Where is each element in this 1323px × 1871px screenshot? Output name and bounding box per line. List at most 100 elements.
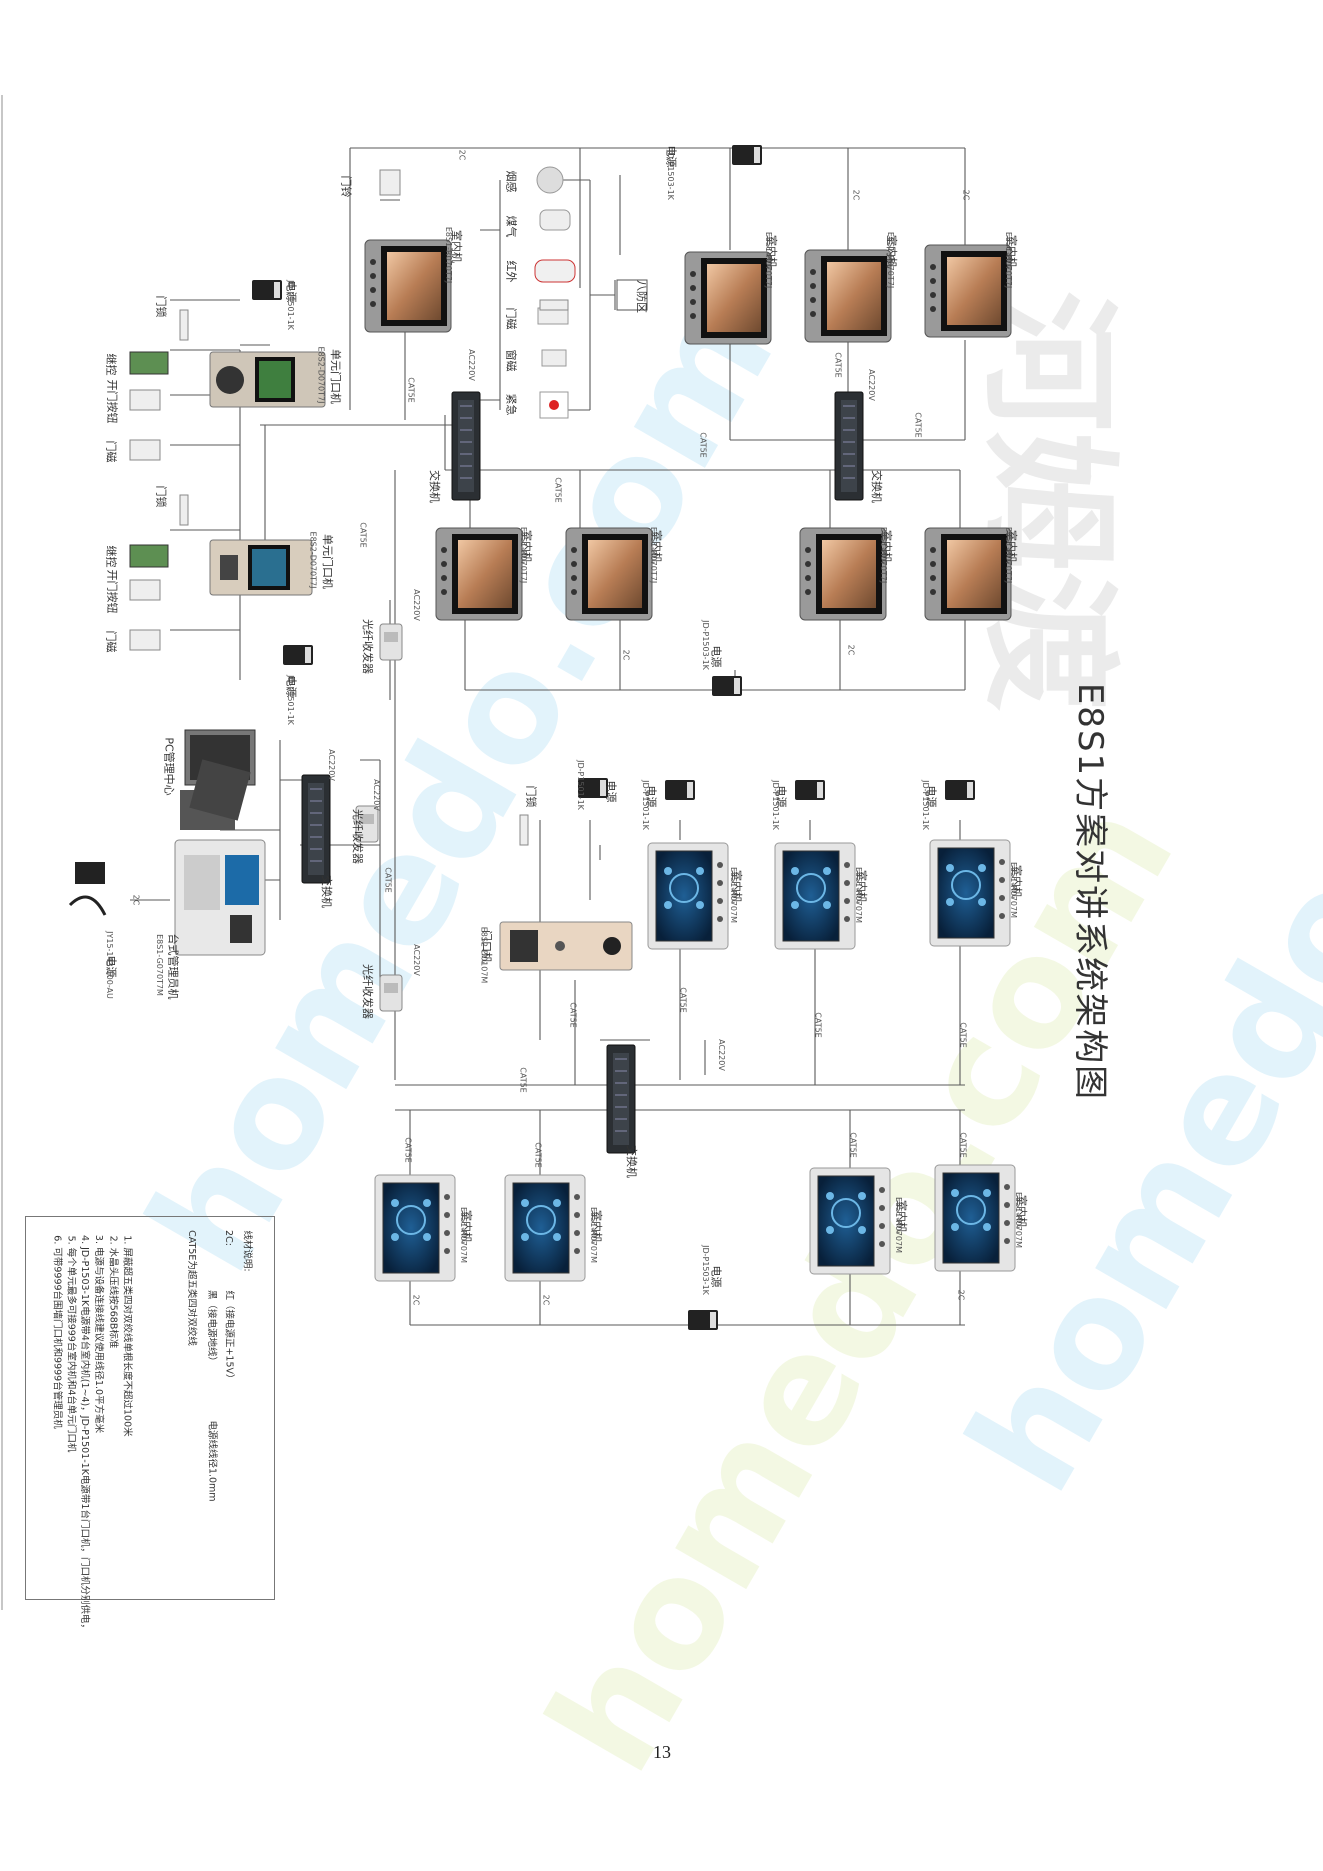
- wire-label-5: 2C: [846, 644, 856, 656]
- ac-label-3: AC220V: [411, 589, 421, 621]
- legend-note-5: 5. 每个单元最多可接999台室内机和4台单元门口机: [64, 1235, 76, 1452]
- model-indoor-2: E8S1-R070T7J: [764, 231, 774, 289]
- model-door-station: E8S2-D0107M: [479, 926, 489, 984]
- model-touch-5: E8S1-R0707M: [589, 1206, 599, 1264]
- cable-label-13: CAT5E: [403, 1137, 413, 1163]
- wire-label-7: 2C: [541, 1294, 551, 1306]
- cable-label-14: CAT5E: [533, 1142, 543, 1168]
- psu-unit-door-1: [252, 280, 282, 300]
- model-power-ud2: JD-P1501-1K: [285, 675, 295, 725]
- door-station: [499, 921, 633, 971]
- fiber-transceiver-3: [379, 974, 403, 1012]
- label-switch-3: 交换机: [320, 875, 333, 908]
- switch-upper-1: [451, 391, 481, 501]
- page-number: 13: [653, 1742, 671, 1762]
- cable-label-10: CAT5E: [813, 1012, 823, 1038]
- sensor-devices: [534, 166, 576, 419]
- model-power-top: JD-P1503-1K: [665, 150, 675, 200]
- model-indoor-7: E8S1-R070T7J: [879, 526, 889, 584]
- label-magnet-1: 门磁: [104, 440, 118, 463]
- label-power-ds: 电源: [604, 780, 618, 803]
- switch-lower-left: [301, 774, 331, 884]
- indoor-touch-1: [647, 842, 729, 950]
- zone-box: [616, 279, 648, 311]
- legend-heading: 线材说明:: [241, 1229, 253, 1272]
- model-indoor-1: E8S1-R070T7J: [444, 226, 454, 284]
- label-gas: 煤气: [504, 215, 518, 238]
- page-title: E8S1方案对讲系统架构图: [1070, 682, 1110, 1102]
- model-indoor-6: E8S1-R070T7J: [649, 526, 659, 584]
- wire-label-9: 2C: [131, 894, 141, 906]
- cable-label-12: CAT5E: [518, 1067, 528, 1093]
- indoor-touch-5: [504, 1174, 586, 1282]
- indoor-touch-3: [929, 839, 1011, 947]
- indoor-monitor-3: [804, 249, 892, 343]
- model-power-ud1: JD-P1501-1K: [285, 280, 295, 330]
- label-fiber-3: 光纤收发器: [361, 964, 374, 1019]
- label-switch-1: 交换机: [428, 470, 441, 503]
- cable-label-15: CAT5E: [848, 1132, 858, 1158]
- model-indoor-5: E8S1-R070T7J: [519, 526, 529, 584]
- label-switch-2: 交换机: [870, 470, 883, 503]
- cable-label-1: CAT5E: [406, 377, 416, 403]
- model-indoor-8: E8S1-R070T7J: [1004, 526, 1014, 584]
- legend-black: 黑（接电源地线）: [206, 1289, 218, 1367]
- indoor-touch-6: [809, 1167, 891, 1275]
- label-relay-2: 继控: [104, 545, 118, 568]
- label-lock-2: 门锁: [154, 485, 168, 508]
- psu-ring-lower: [688, 1310, 718, 1330]
- model-touch-2: E8S1-R0707M: [854, 866, 864, 924]
- label-fiber-2: 光纤收发器: [351, 809, 364, 864]
- model-touch-3: E8S1-R0707M: [1009, 861, 1019, 919]
- label-power-ring-lower: 电源: [709, 1265, 723, 1288]
- legend-note-1: 1. 屏蔽超五类四对双绞线单根长度不超过100米: [121, 1234, 133, 1437]
- cable-label-8: CAT5E: [568, 1002, 578, 1028]
- label-power-ring-upper: 电源: [709, 645, 723, 668]
- legend-note-3: 3. 电源与设备连接线建议使用线径1.0平方毫米: [93, 1234, 105, 1434]
- label-emergency: 紧急: [504, 393, 518, 416]
- wire-label-1: 2C: [457, 149, 467, 161]
- ac-label-2: AC220V: [866, 369, 876, 401]
- relay-board-1: [129, 351, 169, 375]
- indoor-monitor-4: [924, 244, 1012, 338]
- ac-label-6: AC220V: [411, 944, 421, 976]
- model-power-ds: JD-P1501-1K: [575, 760, 585, 810]
- relay-board-2: [129, 544, 169, 568]
- label-lock-1: 门锁: [154, 295, 168, 318]
- wire-label-2: 2C: [851, 189, 861, 201]
- cable-label-16: CAT5E: [958, 1132, 968, 1158]
- desk-management-unit: [174, 839, 266, 956]
- pc-management-center: [180, 729, 256, 830]
- model-unit-door-2: E8S2-D070T7J: [308, 531, 318, 589]
- label-magnet-2: 门磁: [104, 630, 118, 653]
- wire-label-6: 2C: [411, 1294, 421, 1306]
- label-unit-door-1: 单元门口机: [329, 349, 342, 404]
- model-touch-4: E8S1-R0707M: [459, 1206, 469, 1264]
- model-power-adapter: JY15-143-100-AU: [104, 931, 114, 999]
- unit-door-station-1: [209, 351, 326, 408]
- label-lock-3: 门锁: [524, 785, 538, 808]
- legend-cable-note: CAT5E为超五类四对双绞线: [185, 1230, 197, 1346]
- cable-label-2: CAT5E: [358, 522, 368, 548]
- model-power-b3: JD-P1501-1K: [920, 780, 930, 830]
- legend-wire-code: 2C:: [222, 1230, 234, 1246]
- label-magnet-3: 门磁: [504, 307, 518, 330]
- legend-red: 红（接电源正+15V）: [223, 1289, 235, 1384]
- label-unit-door-2: 单元门口机: [321, 534, 334, 589]
- fiber-transceiver-1: [379, 623, 403, 661]
- cable-label-4: CAT5E: [698, 432, 708, 458]
- cable-label-9: CAT5E: [678, 987, 688, 1013]
- label-pc: PC管理中心: [162, 737, 176, 796]
- ac-label-5: AC220V: [371, 779, 381, 811]
- psu-ring-upper: [712, 676, 742, 696]
- model-power-b2: JD-P1501-1K: [770, 780, 780, 830]
- indoor-monitor-5: [435, 527, 523, 621]
- wire-label-8: 2C: [956, 1289, 966, 1301]
- indoor-touch-7: [934, 1164, 1016, 1272]
- psu-unit-door-2: [283, 645, 313, 665]
- cable-label-6: CAT5E: [913, 412, 923, 438]
- model-power-ring-lower: JD-P1503-1K: [700, 1245, 710, 1295]
- indoor-monitor-8: [924, 527, 1012, 621]
